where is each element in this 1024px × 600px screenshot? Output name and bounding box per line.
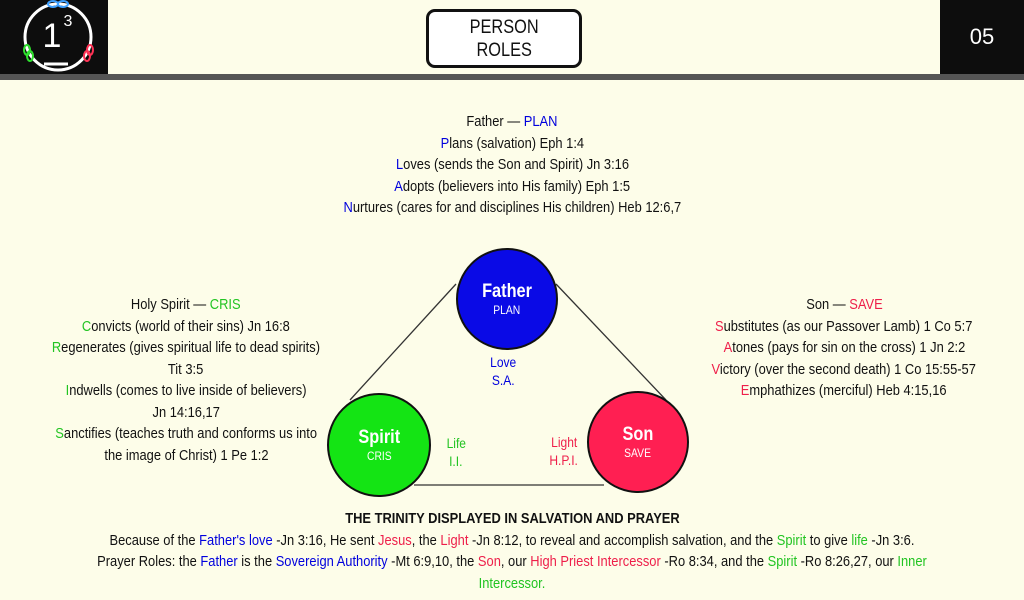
plan-item-text: urtures (cares for and disciplines His c…	[352, 199, 681, 216]
bottom-summary: THE TRINITY DISPLAYED IN SALVATION AND P…	[0, 508, 1024, 594]
spirit-heading-name: Holy Spirit	[131, 296, 190, 313]
prayer-text: the	[175, 553, 201, 570]
spirit-circle: Spirit CRIS	[327, 393, 431, 497]
prayer-text: Prayer Roles:	[97, 553, 176, 570]
cris-item-text: egenerates (gives spiritual life to dead…	[61, 339, 321, 356]
father-heading-acronym: PLAN	[523, 113, 558, 130]
son-save-block: Son — SAVE Substitutes (as our Passover …	[684, 294, 1004, 402]
acronym-letter: C	[82, 317, 92, 335]
acronym-letter: I	[65, 382, 70, 399]
svg-text:1: 1	[43, 17, 62, 55]
acronym-letter: E	[741, 382, 750, 399]
acronym-letter: V	[711, 360, 721, 378]
father-circle: Father PLAN	[456, 248, 558, 350]
acronym-letter: R	[51, 339, 62, 356]
plan-item-text: dopts (believers into His family) Eph 1:…	[402, 177, 630, 195]
prayer-text: -Ro 8:34, and the	[660, 553, 768, 570]
spirit-circle-sub: CRIS	[366, 448, 392, 463]
son-light-label: Light H.P.I.	[538, 433, 590, 469]
heading-dash: —	[189, 296, 211, 313]
salvation-text: Spirit	[776, 531, 807, 549]
life-word: Life	[446, 435, 466, 451]
trinity-logo-icon: 1 3	[23, 0, 94, 72]
plan-item-text: oves (sends the Son and Spirit) Jn 3:16	[402, 156, 629, 173]
light-abbr: H.P.I.	[549, 452, 579, 468]
prayer-text: Father	[200, 553, 238, 570]
salvation-text: , the	[411, 531, 441, 549]
acronym-letter: A	[394, 177, 403, 195]
salvation-text: life	[851, 531, 868, 549]
salvation-text: -Jn 8:12, to reveal and accomplish salva…	[468, 531, 777, 549]
son-heading-name: Son	[805, 296, 829, 313]
life-abbr: I.I.	[449, 453, 463, 469]
son-heading-acronym: SAVE	[848, 296, 883, 313]
cris-item-text: onvicts (world of their sins) Jn 16:8	[91, 317, 290, 335]
cris-item-cont: Jn 14:16,17	[152, 403, 220, 421]
father-plan-block: Father — PLAN Plans (salvation) Eph 1:4 …	[262, 111, 762, 219]
father-love-label: Love S.A.	[478, 353, 528, 389]
page-number: 05	[940, 0, 1024, 74]
header-bar: 1 3 PERSON ROLES 05	[0, 0, 1024, 80]
heading-dash: —	[828, 296, 849, 313]
title-line-1: PERSON	[469, 16, 539, 38]
cris-item-text: anctifies (teaches truth and conforms us…	[63, 425, 317, 442]
salvation-text: Because of the	[109, 531, 200, 549]
salvation-text: to give	[806, 531, 852, 549]
father-heading-name: Father	[466, 113, 504, 130]
header-divider	[0, 74, 1024, 80]
salvation-text: -Jn 3:16, He sent	[272, 531, 379, 549]
salvation-text: Father's love	[199, 531, 273, 549]
prayer-text: is the	[237, 553, 276, 570]
cris-item-text: ndwells (comes to live inside of believe…	[69, 382, 307, 399]
acronym-letter: L	[395, 156, 403, 173]
summary-heading: THE TRINITY DISPLAYED IN SALVATION AND P…	[344, 510, 680, 527]
spirit-circle-name: Spirit	[358, 426, 400, 448]
cris-item-cont: Tit 3:5	[168, 360, 204, 378]
save-item-text: ictory (over the second death) 1 Co 15:5…	[720, 360, 977, 378]
save-item-text: ubstitutes (as our Passover Lamb) 1 Co 5…	[723, 317, 973, 335]
spirit-life-label: Life I.I.	[434, 434, 478, 470]
salvation-line: Because of the Father's love -Jn 3:16, H…	[0, 530, 1024, 552]
acronym-letter: N	[343, 199, 353, 216]
prayer-text: Spirit	[767, 553, 798, 570]
acronym-letter: A	[723, 339, 732, 356]
prayer-text: Inner Intercessor.	[478, 553, 927, 592]
prayer-text: High Priest Intercessor	[530, 553, 661, 570]
prayer-text: Sovereign Authority	[275, 553, 388, 570]
salvation-text: Jesus	[378, 531, 412, 549]
salvation-text: Light	[440, 531, 469, 549]
save-item-text: tones (pays for sin on the cross) 1 Jn 2…	[731, 339, 965, 356]
spirit-heading-acronym: CRIS	[210, 296, 241, 313]
prayer-line: Prayer Roles: the Father is the Sovereig…	[0, 551, 1024, 594]
prayer-text: -Mt 6:9,10, the	[387, 553, 478, 570]
triangle-edge-left	[349, 283, 457, 401]
logo: 1 3	[0, 0, 108, 74]
salvation-text: -Jn 3:6.	[867, 531, 915, 549]
prayer-text: Son	[477, 553, 501, 570]
svg-text:3: 3	[64, 13, 73, 30]
cris-item-cont: the image of Christ) 1 Pe 1:2	[103, 446, 269, 464]
son-circle-name: Son	[622, 423, 654, 445]
spirit-cris-block: Holy Spirit — CRIS Convicts (world of th…	[28, 294, 344, 466]
acronym-letter: P	[440, 134, 449, 152]
father-circle-name: Father	[482, 280, 532, 302]
plan-item-text: lans (salvation) Eph 1:4	[448, 134, 584, 152]
son-circle: Son SAVE	[587, 391, 689, 493]
page-title: PERSON ROLES	[426, 9, 582, 68]
save-item-text: mphathizes (merciful) Heb 4:15,16	[749, 382, 947, 399]
triangle-edge-right	[555, 283, 667, 401]
father-circle-sub: PLAN	[493, 302, 521, 317]
title-line-2: ROLES	[476, 39, 532, 61]
prayer-text: , our	[500, 553, 531, 570]
love-abbr: S.A.	[491, 372, 515, 388]
prayer-text: -Ro 8:26,27, our	[797, 553, 898, 570]
heading-dash: —	[503, 113, 524, 130]
love-word: Love	[489, 354, 517, 370]
acronym-letter: S	[715, 317, 724, 335]
light-word: Light	[550, 434, 578, 450]
son-circle-sub: SAVE	[624, 445, 652, 460]
acronym-letter: S	[55, 425, 64, 442]
